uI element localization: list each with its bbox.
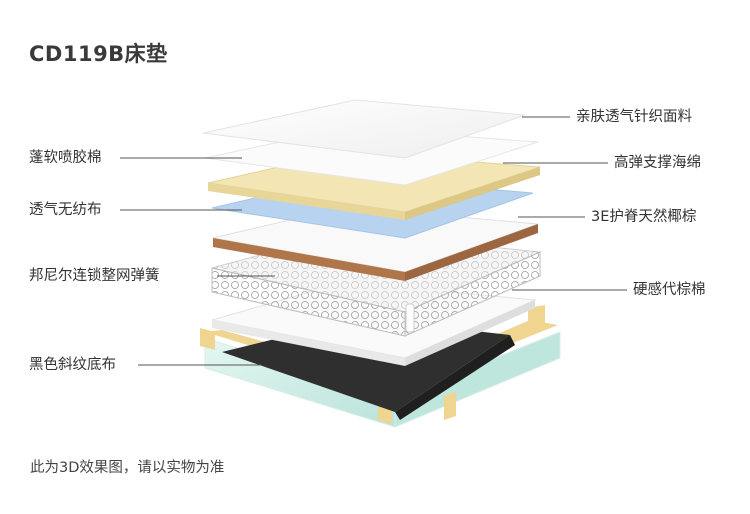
label-coir: 3E护脊天然椰棕 — [591, 209, 697, 225]
footer-note: 此为3D效果图，请以实物为准 — [30, 460, 225, 476]
coir-layer — [212, 206, 539, 281]
knit-fabric-layer — [202, 99, 526, 159]
label-spring: 邦尼尔连锁整网弹簧 — [29, 268, 160, 284]
label-hard-pad: 硬感代棕棉 — [633, 282, 706, 298]
label-sponge: 高弹支撑海绵 — [614, 155, 701, 171]
label-base-fabric: 黑色斜纹底布 — [29, 357, 116, 373]
label-knit-fabric: 亲肤透气针织面料 — [576, 109, 692, 125]
page-title: CD119B床垫 — [29, 42, 168, 66]
label-nonwoven: 透气无纺布 — [29, 202, 102, 218]
label-cotton: 蓬软喷胶棉 — [29, 150, 102, 166]
